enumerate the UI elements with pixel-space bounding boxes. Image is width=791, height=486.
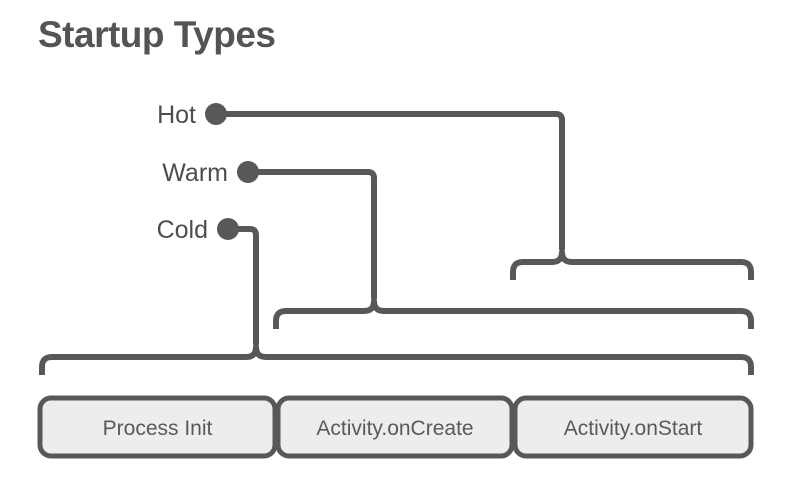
- phase-box-activity-onstart-label: Activity.onStart: [564, 417, 703, 440]
- phase-box-activity-oncreate[interactable]: Activity.onCreate: [275, 395, 515, 459]
- page-title: Startup Types: [38, 14, 275, 55]
- tier-dot-cold: [217, 218, 239, 240]
- phase-box-process-init-label: Process Init: [103, 417, 213, 440]
- connector-warm: [256, 169, 377, 299]
- connector-cold: [236, 226, 259, 345]
- tier-dot-warm: [237, 161, 259, 183]
- brace-hot: [510, 249, 754, 280]
- phase-box-activity-oncreate-label: Activity.onCreate: [316, 417, 473, 440]
- brace-cold: [39, 344, 754, 375]
- phase-box-activity-oncreate-rect[interactable]: [275, 395, 515, 459]
- tier-label-warm: Warm: [162, 159, 228, 187]
- phase-box-activity-onstart[interactable]: Activity.onStart: [512, 395, 754, 459]
- phase-box-process-init-rect[interactable]: [37, 395, 278, 459]
- connector-hot: [224, 111, 565, 250]
- tier-label-cold: Cold: [157, 216, 208, 244]
- tier-label-hot: Hot: [157, 101, 196, 129]
- brace-warm: [273, 298, 754, 329]
- phase-box-activity-onstart-rect[interactable]: [512, 395, 754, 459]
- phase-box-process-init[interactable]: Process Init: [37, 395, 278, 459]
- tier-dot-hot: [205, 103, 227, 125]
